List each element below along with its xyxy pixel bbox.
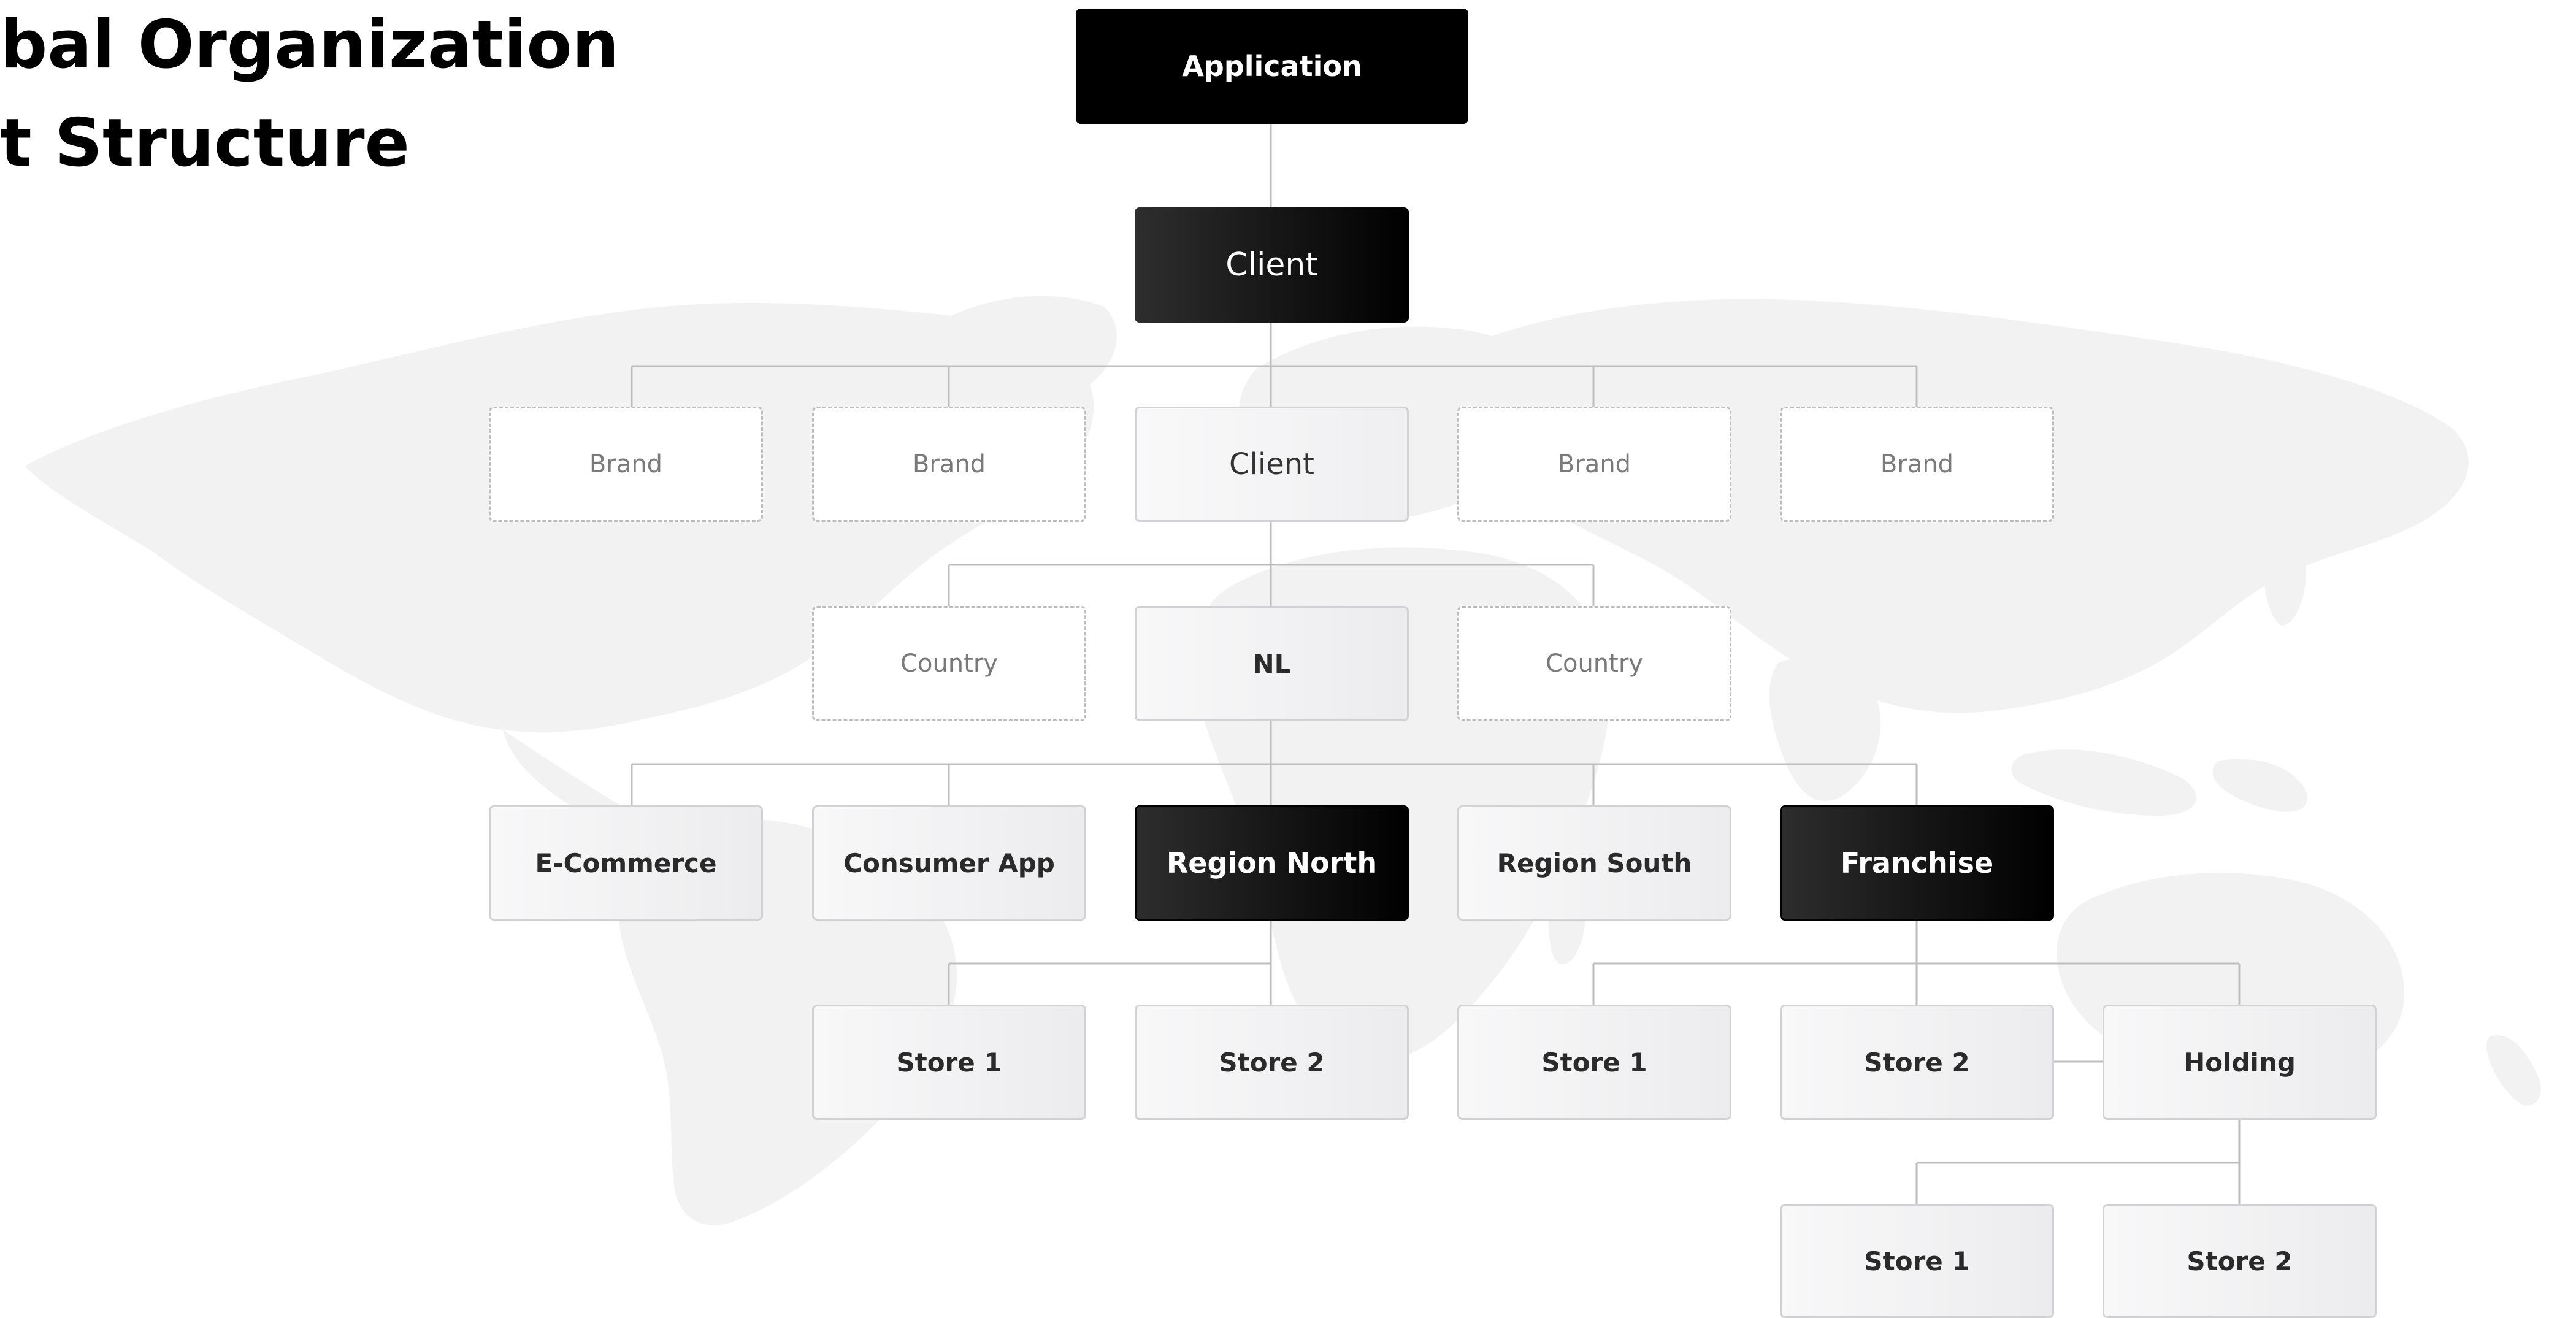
node-brand-3[interactable]: Brand [1457,407,1731,522]
node-nl-label: NL [1252,648,1291,679]
node-holding-store-2[interactable]: Store 2 [2103,1204,2377,1318]
node-consumer-app[interactable]: Consumer App [812,805,1086,921]
node-country-1-label: Country [900,649,998,678]
node-ecommerce[interactable]: E-Commerce [489,805,763,921]
node-country-2-label: Country [1546,649,1643,678]
node-application-label: Application [1182,50,1362,83]
node-holding[interactable]: Holding [2103,1005,2377,1120]
node-franchise-store-1-label: Store 1 [1541,1047,1647,1078]
node-north-store-1[interactable]: Store 1 [812,1005,1086,1120]
node-franchise-label: Franchise [1840,846,1994,879]
node-nl[interactable]: NL [1135,606,1409,721]
node-client-mid-label: Client [1229,447,1314,481]
node-brand-2[interactable]: Brand [812,407,1086,522]
node-brand-3-label: Brand [1557,450,1631,478]
page-title-line-2: t Structure [0,105,410,182]
node-country-2[interactable]: Country [1457,606,1731,721]
node-application[interactable]: Application [1076,9,1468,124]
node-franchise-store-2[interactable]: Store 2 [1780,1005,2054,1120]
node-brand-1[interactable]: Brand [489,407,763,522]
node-brand-1-label: Brand [589,450,663,478]
node-holding-store-1-label: Store 1 [1864,1246,1970,1276]
node-client-top-label: Client [1225,247,1318,283]
node-franchise-store-2-label: Store 2 [1864,1047,1970,1078]
node-client-mid[interactable]: Client [1135,407,1409,522]
node-brand-4[interactable]: Brand [1780,407,2054,522]
node-holding-label: Holding [2183,1047,2296,1078]
node-franchise-store-1[interactable]: Store 1 [1457,1005,1731,1120]
node-brand-4-label: Brand [1880,450,1954,478]
node-north-store-2-label: Store 2 [1219,1047,1325,1078]
node-region-south-label: Region South [1497,848,1692,878]
node-brand-2-label: Brand [912,450,986,478]
node-country-1[interactable]: Country [812,606,1086,721]
node-consumer-app-label: Consumer App [843,848,1055,878]
node-north-store-1-label: Store 1 [896,1047,1002,1078]
node-ecommerce-label: E-Commerce [535,848,717,878]
node-holding-store-2-label: Store 2 [2187,1246,2293,1276]
node-region-north-label: Region North [1166,846,1378,879]
node-holding-store-1[interactable]: Store 1 [1780,1204,2054,1318]
node-north-store-2[interactable]: Store 2 [1135,1005,1409,1120]
page-title-line-1: bal Organization [0,7,619,83]
node-region-north[interactable]: Region North [1135,805,1409,921]
node-franchise[interactable]: Franchise [1780,805,2054,921]
node-client-top[interactable]: Client [1135,207,1409,323]
node-region-south[interactable]: Region South [1457,805,1731,921]
